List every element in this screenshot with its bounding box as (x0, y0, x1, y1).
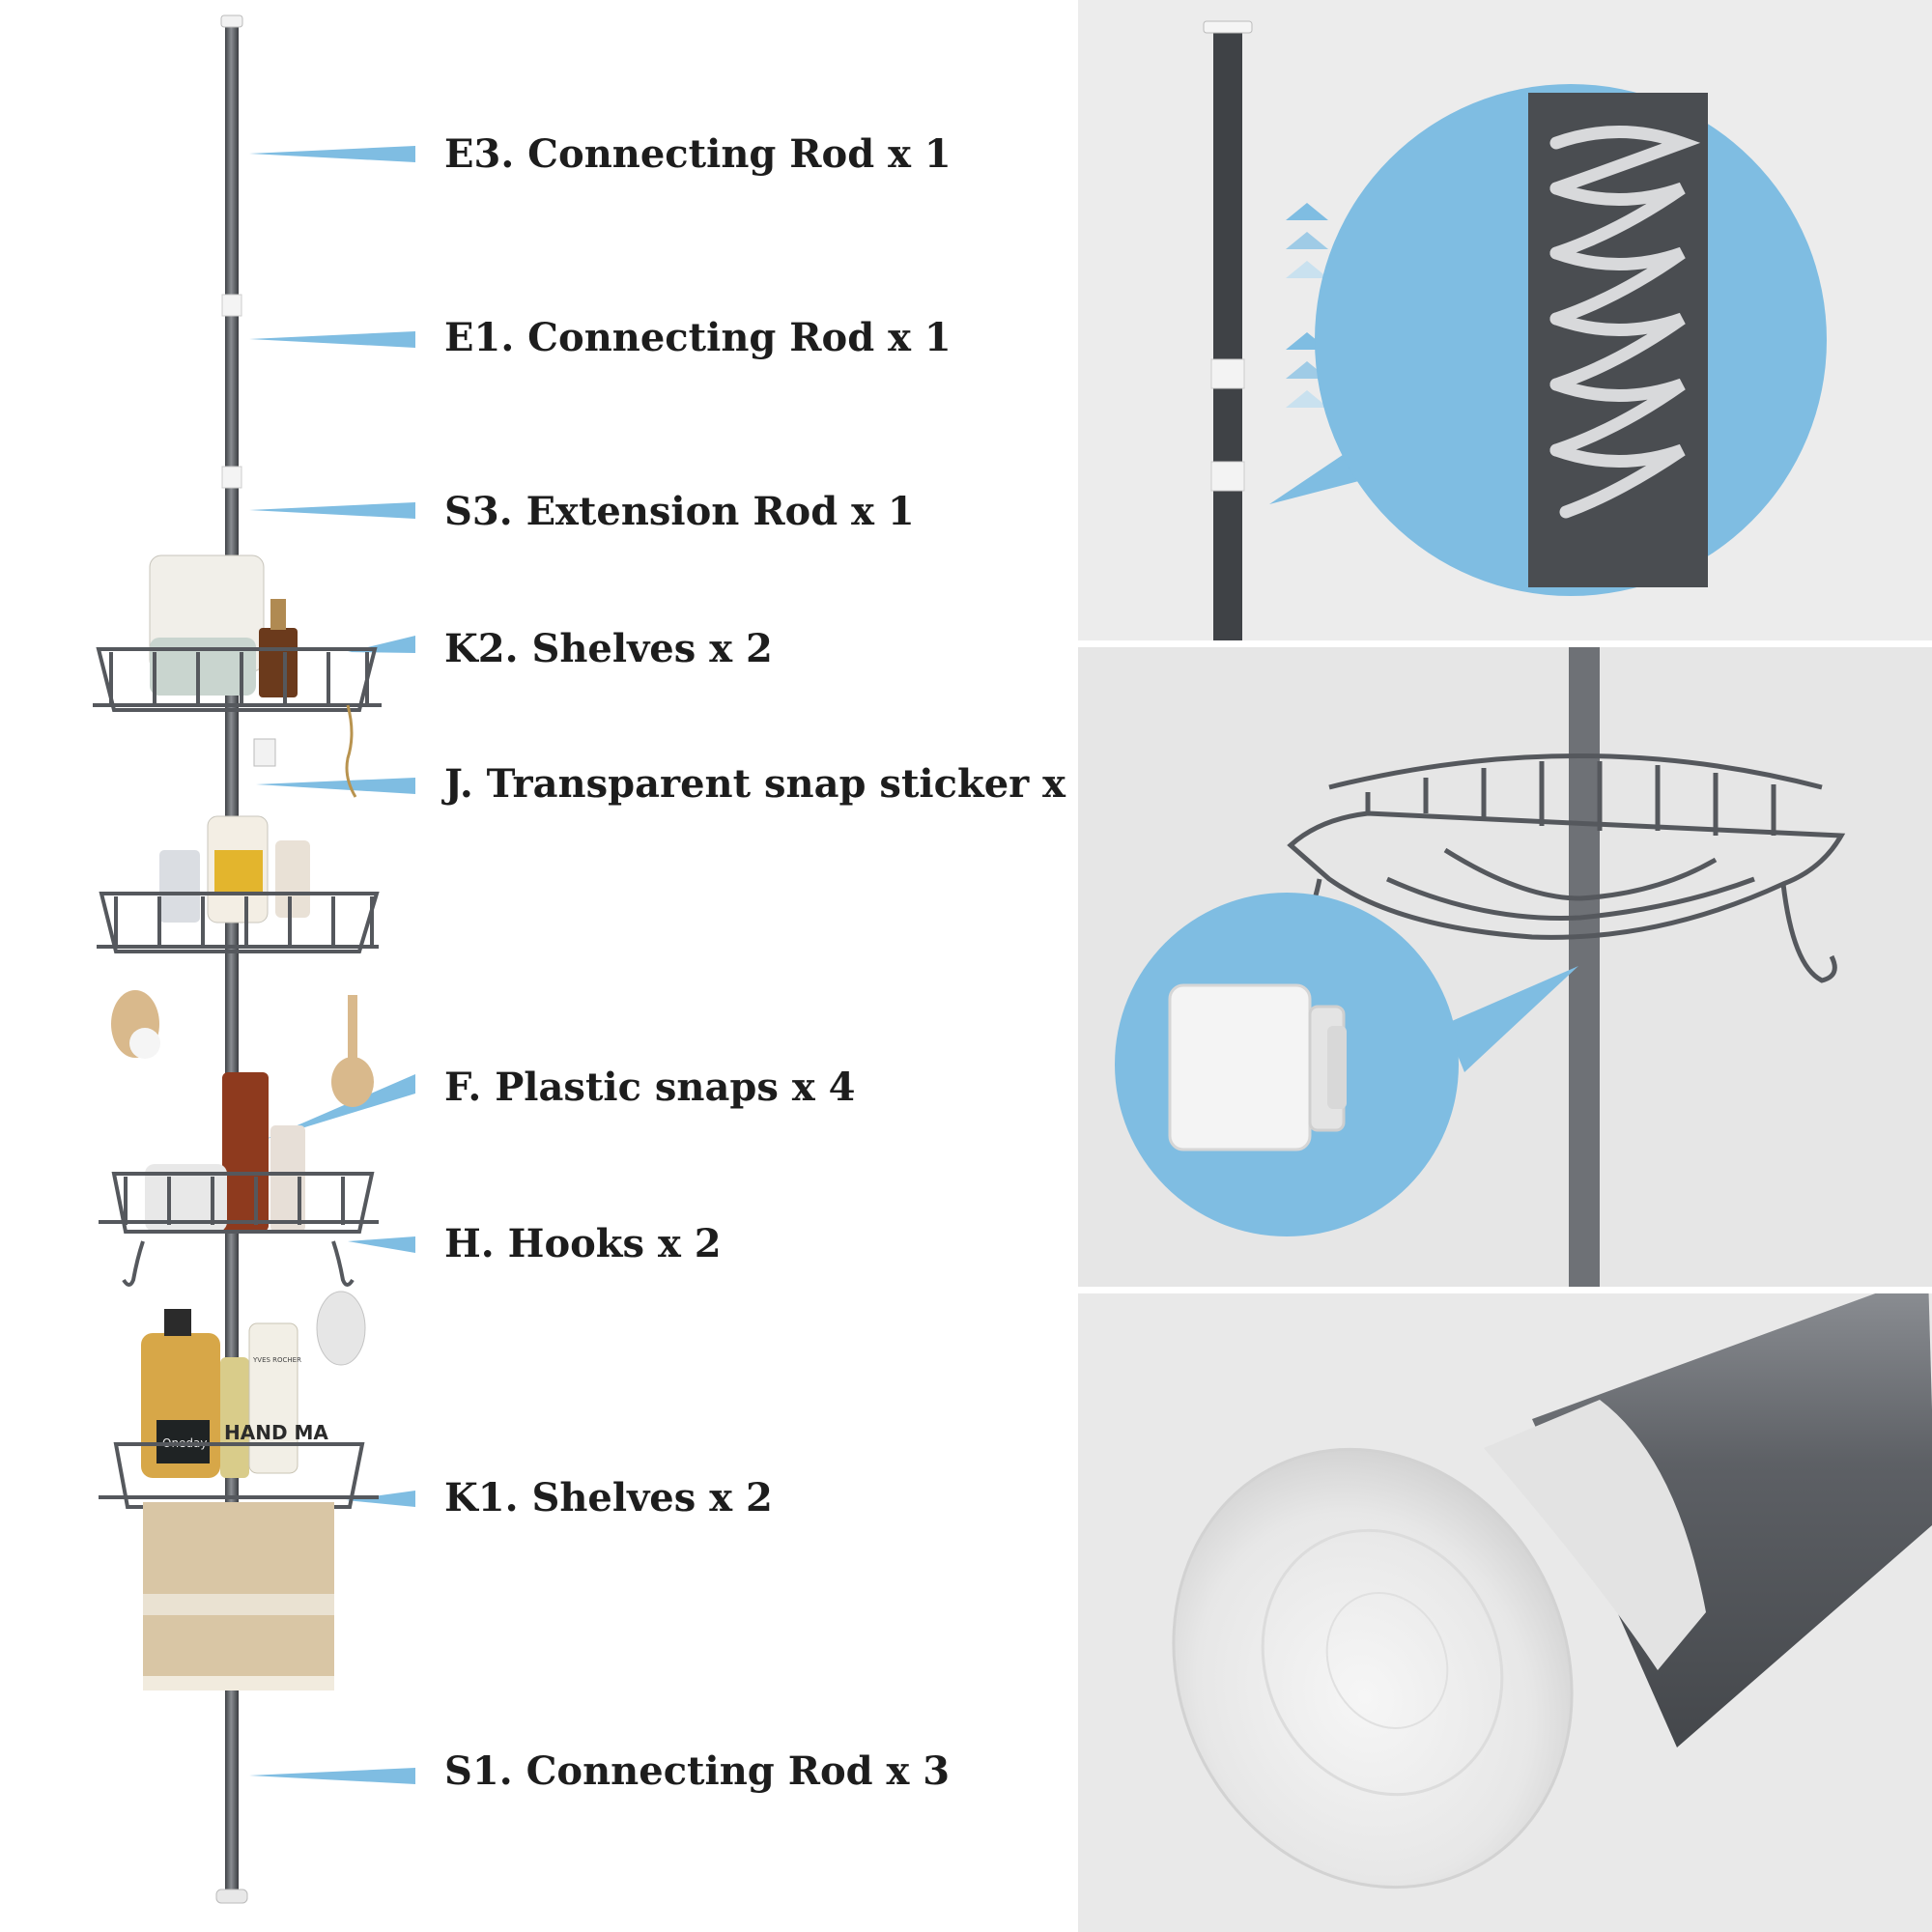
label-s3-extension-rod: S3. Extension Rod x 1 (444, 489, 915, 534)
label-e1-connecting-rod: E1. Connecting Rod x 1 (444, 315, 952, 360)
hook-closeup-right (1780, 883, 1837, 983)
amber-bottle (222, 1072, 269, 1232)
shelf-k1-bottom: Oneday HAND MA YVES ROCHER (99, 1309, 379, 1690)
label-e3-connecting-rod: E3. Connecting Rod x 1 (444, 131, 952, 177)
shelf-k2-top (93, 554, 382, 798)
spring-detail-panel (1078, 0, 1932, 640)
brush-right (331, 1057, 374, 1107)
snap-callout-pointer (1445, 966, 1578, 1072)
shelf-h-third (99, 1072, 379, 1366)
label-k2-shelves: K2. Shelves x 2 (444, 626, 773, 671)
oil-bottle (220, 1357, 249, 1478)
spring-tube (1528, 93, 1708, 587)
label-k1-shelves: K1. Shelves x 2 (444, 1475, 773, 1520)
jar-product-2 (145, 1164, 227, 1232)
serum-bottle (259, 628, 298, 697)
jar-product (150, 638, 256, 696)
hook-right (331, 1240, 355, 1287)
shelf-closeup (1277, 753, 1846, 983)
small-bottle-2 (270, 1125, 305, 1232)
pumice-stone (316, 1291, 366, 1366)
label-f-plastic-snaps: F. Plastic snaps x 4 (444, 1065, 856, 1110)
detail-pole (1203, 20, 1253, 640)
lotion-brand-label: YVES ROCHER (252, 1356, 301, 1364)
spray-bottle (159, 850, 200, 923)
necklace (345, 704, 357, 798)
snap-icon (1168, 983, 1347, 1151)
detail-pole-2 (1569, 647, 1600, 1287)
snap-detail-panel (1078, 647, 1932, 1287)
end-cap-icon (1172, 1293, 1932, 1889)
label-h-hooks: H. Hooks x 2 (444, 1221, 722, 1266)
hook-left (122, 1240, 145, 1287)
hand-cream-label: HAND MA (224, 1421, 328, 1444)
end-cap-detail-panel (1078, 1293, 1932, 1932)
shelf-k2-second (97, 815, 380, 1107)
product-illustration: Oneday HAND MA YVES ROCHER (93, 14, 415, 1904)
label-j-snap-sticker: J. Transparent snap sticker x 2 (444, 761, 1106, 807)
lotion-tube (248, 1322, 298, 1474)
small-bottle (275, 840, 310, 918)
spring-icon (1549, 126, 1701, 519)
label-s1-connecting-rod: S1. Connecting Rod x 3 (444, 1748, 951, 1794)
snap-sticker (253, 738, 276, 767)
